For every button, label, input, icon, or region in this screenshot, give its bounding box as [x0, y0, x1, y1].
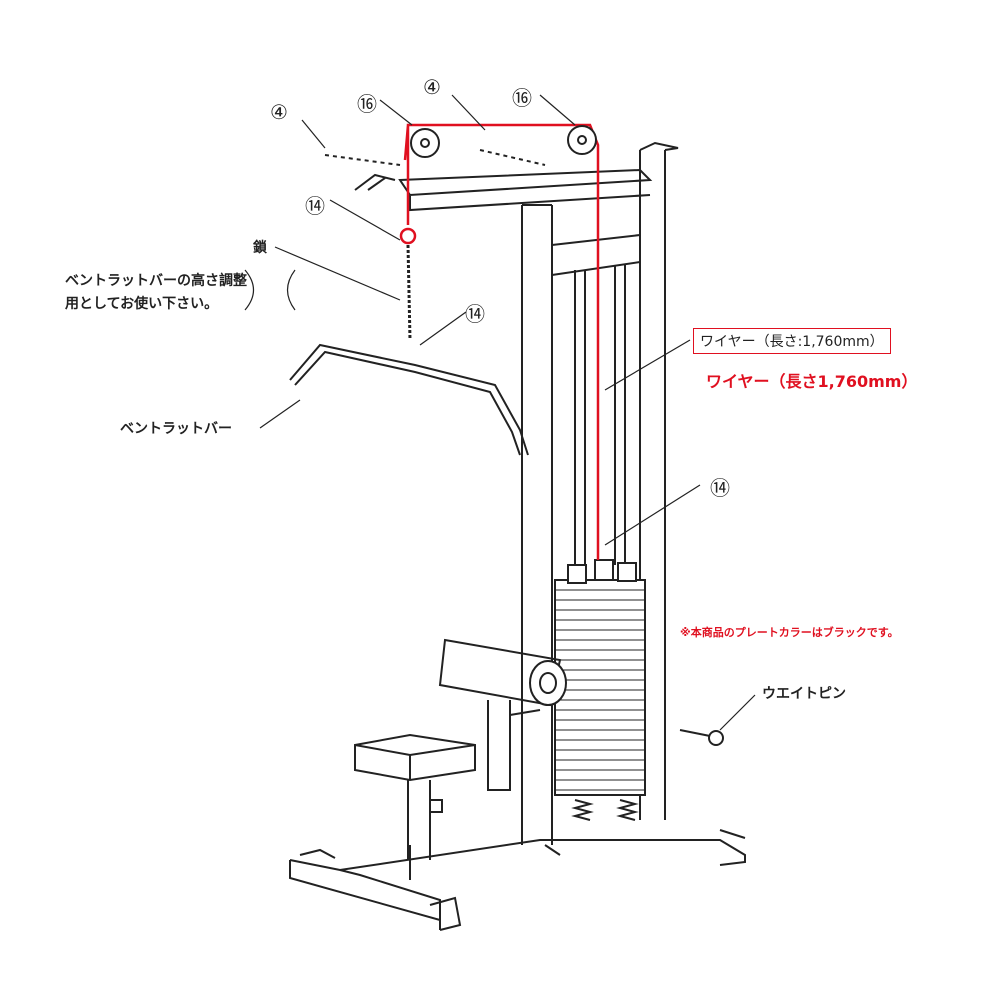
chain-label: 鎖 — [253, 240, 267, 256]
wire-cable — [399, 123, 600, 560]
part-16-left: ⑯ — [357, 92, 377, 116]
wire-label-red: ワイヤー（長さ1,760mm） — [706, 372, 918, 391]
seat — [354, 733, 476, 782]
base-frame — [289, 829, 746, 930]
roller-post — [487, 700, 541, 791]
weight-pin-label: ウエイトピン — [762, 686, 846, 702]
part-14-chain: ⑭ — [305, 194, 325, 218]
top-beam — [398, 168, 653, 212]
guide-rods — [574, 265, 626, 570]
pulleys — [410, 125, 597, 158]
part-4-mid: ④ — [423, 75, 441, 99]
front-foot — [299, 848, 462, 931]
seat-post — [407, 780, 431, 860]
plate-color-note: ※本商品のプレートカラーはブラックです。 — [680, 626, 899, 639]
hook — [354, 173, 396, 191]
part-14-stack: ⑭ — [710, 476, 730, 500]
bent-bar-label: ベントラットバー — [120, 421, 232, 437]
part-4-left: ④ — [270, 100, 288, 124]
cross-beam — [551, 234, 641, 276]
chain-note-line1: ベントラットバーの高さ調整 — [65, 273, 247, 289]
bent-lat-bar — [289, 343, 529, 456]
part-14-bar: ⑭ — [465, 302, 485, 326]
plate-lines — [555, 589, 645, 791]
wire-label-boxed: ワイヤー（長さ:1,760mm） — [693, 328, 891, 354]
weight-stack — [554, 579, 646, 796]
springs — [571, 799, 639, 821]
front-upright — [521, 204, 553, 845]
chain — [406, 244, 412, 341]
weight-pin — [679, 729, 711, 737]
part-16-right: ⑯ — [512, 86, 532, 110]
chain-note-line2: 用としてお使い下さい。 — [65, 296, 219, 312]
